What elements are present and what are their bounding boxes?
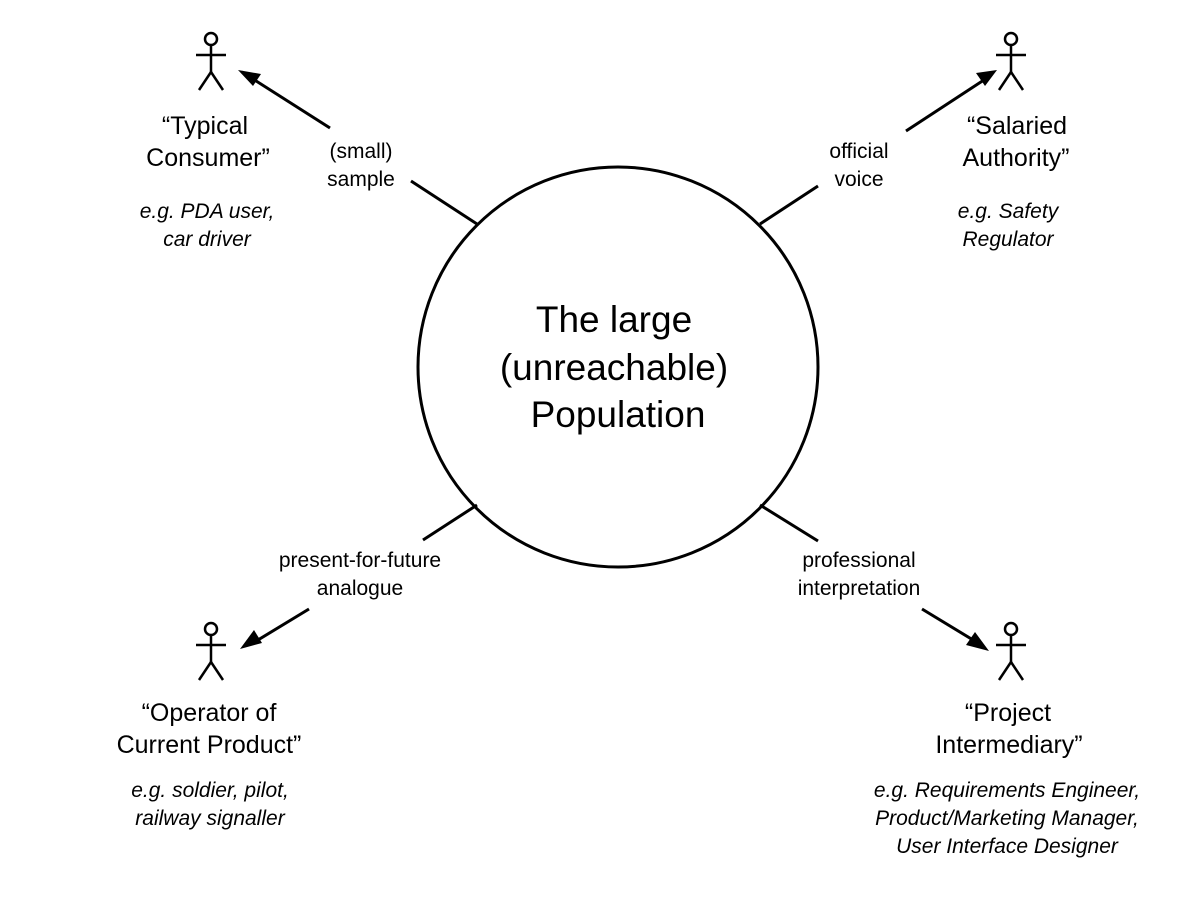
edge-small-sample-arrowhead — [238, 70, 261, 86]
actor-project-intermediary-example-line1: e.g. Requirements Engineer, — [874, 779, 1140, 802]
stick-figure-icon — [196, 621, 226, 681]
edge-present-for-future: present-for-future analogue — [240, 503, 478, 649]
edge-official-voice-arrowhead — [976, 70, 997, 86]
edge-official-voice-line-lower — [759, 184, 819, 226]
edge-present-for-future-label-line1: present-for-future — [279, 549, 441, 572]
edge-professional-interpretation-label-line1: professional — [802, 549, 915, 572]
edge-present-for-future-line-upper — [422, 503, 478, 542]
actor-salaried-authority-example-line1: e.g. Safety — [958, 200, 1060, 223]
actor-operator-example-line2: railway signaller — [135, 807, 285, 830]
population-label-line3: Population — [531, 394, 706, 435]
edge-professional-interpretation: professional interpretation — [759, 503, 989, 651]
actor-typical-consumer-example-line2: car driver — [163, 228, 252, 251]
actor-project-intermediary-example-line3: User Interface Designer — [896, 835, 1119, 858]
actor-typical-consumer: “Typical Consumer” e.g. PDA user, car dr… — [140, 31, 275, 251]
edge-small-sample: (small) sample — [238, 70, 478, 226]
edge-present-for-future-arrow — [252, 607, 310, 645]
edge-official-voice-label-line1: official — [829, 140, 888, 163]
actor-salaried-authority-name-line1: “Salaried — [967, 112, 1067, 140]
edge-small-sample-label-line2: sample — [327, 168, 395, 191]
edge-present-for-future-arrowhead — [240, 630, 262, 649]
edge-official-voice-label-line2: voice — [834, 168, 883, 191]
stick-figure-icon — [996, 31, 1026, 91]
actor-project-intermediary: “Project Intermediary” e.g. Requirements… — [874, 621, 1140, 858]
actor-project-intermediary-example-line2: Product/Marketing Manager, — [875, 807, 1139, 830]
actor-operator: “Operator of Current Product” e.g. soldi… — [117, 621, 302, 830]
actor-typical-consumer-name-line1: “Typical — [162, 112, 248, 140]
actor-project-intermediary-name-line2: Intermediary” — [935, 731, 1082, 759]
edge-official-voice-arrow — [905, 74, 991, 133]
population-label-line2: (unreachable) — [500, 347, 728, 388]
edge-professional-interpretation-arrow — [921, 607, 979, 645]
edge-small-sample-label-line1: (small) — [330, 140, 393, 163]
actor-typical-consumer-name-line2: Consumer” — [146, 144, 270, 172]
edge-professional-interpretation-label-line2: interpretation — [798, 577, 921, 600]
stick-figure-icon — [196, 31, 226, 91]
actor-operator-example-line1: e.g. soldier, pilot, — [131, 779, 289, 802]
actor-salaried-authority-name-line2: Authority” — [963, 144, 1070, 172]
edge-small-sample-line-lower — [410, 179, 478, 226]
actor-operator-name-line2: Current Product” — [117, 731, 302, 759]
actor-salaried-authority-example-line2: Regulator — [962, 228, 1054, 251]
edge-official-voice: official voice — [759, 70, 997, 226]
population-circle — [416, 165, 820, 569]
population-label-line1: The large — [536, 299, 692, 340]
actor-salaried-authority: “Salaried Authority” e.g. Safety Regulat… — [958, 31, 1070, 251]
stick-figure-icon — [996, 621, 1026, 681]
actor-typical-consumer-example-line1: e.g. PDA user, — [140, 200, 275, 223]
edge-professional-interpretation-arrowhead — [966, 632, 989, 651]
actor-project-intermediary-name-line1: “Project — [965, 699, 1051, 727]
edge-present-for-future-label-line2: analogue — [317, 577, 403, 600]
actor-operator-name-line1: “Operator of — [142, 699, 277, 727]
population-node: The large (unreachable) Population — [416, 165, 820, 569]
edge-small-sample-arrow — [241, 70, 331, 130]
edge-professional-interpretation-line-upper — [759, 503, 819, 543]
